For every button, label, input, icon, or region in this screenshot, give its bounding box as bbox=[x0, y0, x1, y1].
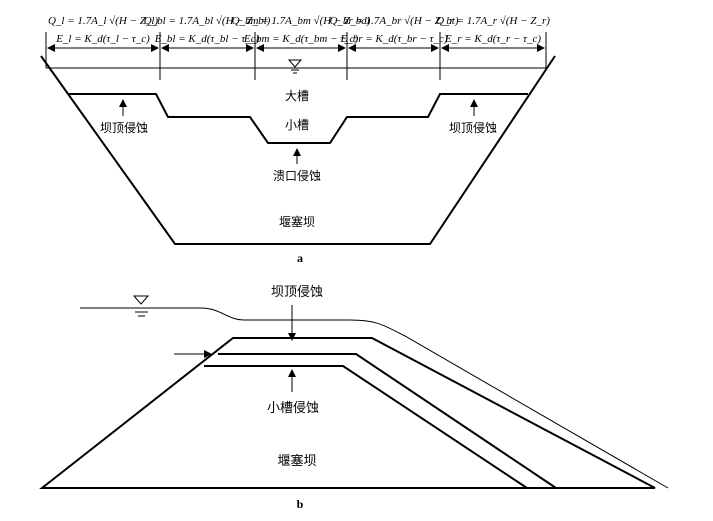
erosion-equation-bottom: E_bm = K_d(τ_bm − τ_c) bbox=[243, 33, 359, 45]
flow-equation-right: Q_r = 1.7A_r √(H − Z_r) bbox=[436, 15, 550, 27]
water-level-icon bbox=[287, 59, 303, 74]
panel-b-caption: b bbox=[297, 497, 304, 511]
water-surface-profile bbox=[80, 307, 669, 489]
breach-erosion-label: 溃口侵蚀 bbox=[273, 168, 321, 183]
big-channel-label: 大槽 bbox=[285, 89, 309, 103]
equation-col-3: Q_bm = 1.7A_bm √(H − Z_bd) E_bm = K_d(τ_… bbox=[232, 15, 371, 45]
small-channel-label: 小槽 bbox=[285, 118, 309, 132]
flow-equation-left: Q_l = 1.7A_l √(H − Z_l) bbox=[48, 15, 158, 27]
flow-equation-bottom: Q_bm = 1.7A_bm √(H − Z_bd) bbox=[232, 15, 371, 27]
column-separators bbox=[45, 32, 547, 80]
panel-a: Q_l = 1.7A_l √(H − Z_l) E_l = K_d(τ_l − … bbox=[40, 15, 556, 265]
water-level-icon-b bbox=[132, 295, 150, 317]
erosion-equation-bank-left: E_bl = K_d(τ_bl − τ_c) bbox=[154, 33, 260, 45]
dam-label-b: 堰塞坝 bbox=[277, 453, 316, 469]
equation-col-1: Q_l = 1.7A_l √(H − Z_l) E_l = K_d(τ_l − … bbox=[48, 15, 158, 45]
erosion-equation-left: E_l = K_d(τ_l − τ_c) bbox=[55, 33, 150, 45]
crest-erosion-label-right: 坝顶侵蚀 bbox=[449, 120, 497, 135]
crest-erosion-label-left: 坝顶侵蚀 bbox=[100, 120, 148, 135]
flow-equation-bank-right: Q_br = 1.7A_br √(H − Z_bt) bbox=[329, 15, 458, 27]
equation-col-5: Q_r = 1.7A_r √(H − Z_r) E_r = K_d(τ_r − … bbox=[436, 15, 550, 45]
channel-erosion-label-b: 小槽侵蚀 bbox=[267, 400, 319, 416]
breach-channel-profile bbox=[69, 93, 528, 144]
channel-erosion-layer bbox=[204, 365, 528, 489]
erosion-equation-bank-right: E_br = K_d(τ_br − τ_c) bbox=[339, 33, 447, 45]
crest-erosion-layer bbox=[218, 353, 557, 489]
panel-b: 坝顶侵蚀 小槽侵蚀 堰塞坝 b bbox=[39, 284, 669, 511]
erosion-equation-right: E_r = K_d(τ_r − τ_c) bbox=[444, 33, 541, 45]
crest-erosion-label-b: 坝顶侵蚀 bbox=[271, 284, 323, 300]
flow-equation-bank-left: Q_bl = 1.7A_bl √(H − Z_bl) bbox=[144, 15, 271, 27]
panel-a-caption: a bbox=[297, 251, 303, 265]
valley-cross-section bbox=[40, 55, 556, 245]
dam-body-outline bbox=[39, 337, 656, 489]
equation-col-4: Q_br = 1.7A_br √(H − Z_bt) E_br = K_d(τ_… bbox=[329, 15, 458, 45]
equation-col-2: Q_bl = 1.7A_bl √(H − Z_bl) E_bl = K_d(τ_… bbox=[144, 15, 271, 45]
dam-label-a: 堰塞坝 bbox=[279, 214, 315, 229]
